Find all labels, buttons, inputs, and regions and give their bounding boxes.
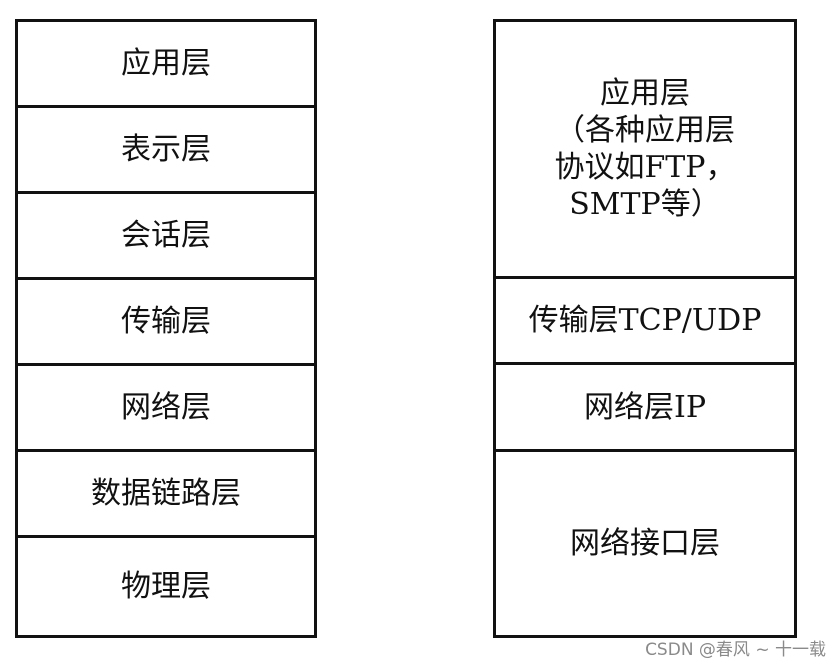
watermark: CSDN @春风 ~ 十一载 xyxy=(645,640,826,660)
osi-network-layer: 网络层 xyxy=(18,366,314,452)
osi-transport-layer: 传输层 xyxy=(18,280,314,366)
tcpip-transport-layer: 传输层TCP/UDP xyxy=(496,279,794,365)
tcpip-model-stack: 应用层 （各种应用层 协议如FTP， SMTP等） 传输层TCP/UDP 网络层… xyxy=(493,19,797,638)
osi-model-stack: 应用层 表示层 会话层 传输层 网络层 数据链路层 物理层 xyxy=(15,19,317,638)
osi-session-layer: 会话层 xyxy=(18,194,314,280)
tcpip-application-layer: 应用层 （各种应用层 协议如FTP， SMTP等） xyxy=(496,22,794,279)
osi-application-layer: 应用层 xyxy=(18,22,314,108)
tcpip-network-interface-layer: 网络接口层 xyxy=(570,526,720,561)
osi-physical-layer: 物理层 xyxy=(121,569,211,604)
osi-presentation-layer: 表示层 xyxy=(18,108,314,194)
tcpip-network-layer: 网络层IP xyxy=(496,365,794,452)
osi-data-link-layer: 数据链路层 xyxy=(18,452,314,538)
